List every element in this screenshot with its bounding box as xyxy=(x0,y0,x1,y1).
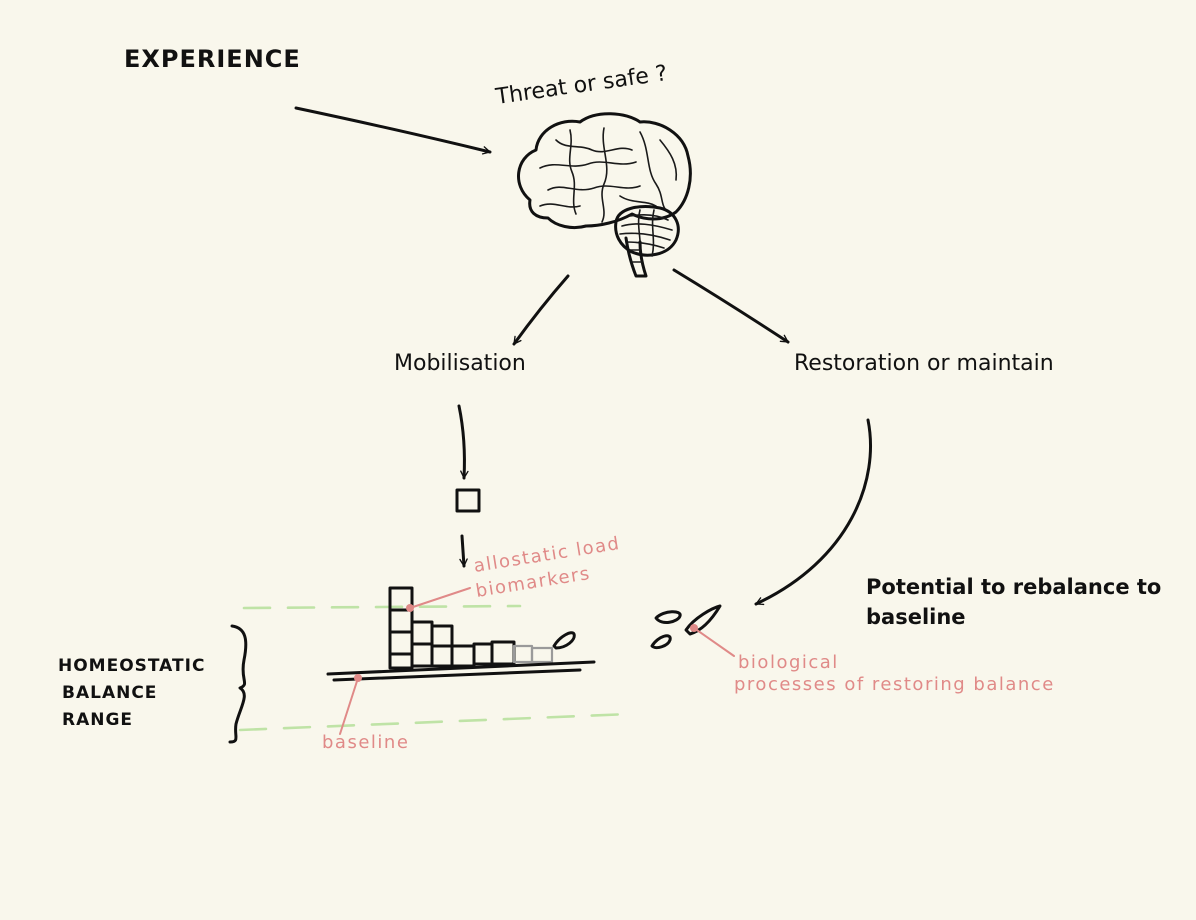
allostatic-leader-dot xyxy=(406,604,414,612)
biological-leader-dot xyxy=(690,624,698,632)
biological-leader xyxy=(693,627,735,657)
arrow-box-to-stack xyxy=(459,534,468,568)
arrow-restoration-to-processes xyxy=(754,418,872,606)
range-lower-boundary xyxy=(238,712,632,732)
biological-processes-note-line-2: processes of restoring balance xyxy=(734,674,1055,695)
range-upper-boundary xyxy=(242,604,522,610)
rebalance-label: Potential to rebalance to baseline xyxy=(866,575,1162,630)
baseline-leader-dot xyxy=(354,674,362,682)
arrow-brain-to-mobilisation xyxy=(512,274,570,346)
arrow-brain-to-restoration xyxy=(672,268,790,344)
homeostatic-range-line-2: BALANCE xyxy=(62,683,158,703)
arrow-experience-to-brain xyxy=(294,106,492,155)
experience-label: EXPERIENCE xyxy=(124,45,301,73)
baseline-leader xyxy=(339,677,359,735)
baseline-line-lower xyxy=(332,668,582,682)
homeostatic-range-line-1: HOMEOSTATIC xyxy=(58,656,206,676)
allostatic-load-stack xyxy=(388,586,576,670)
restoration-label: Restoration or maintain xyxy=(794,351,1054,376)
allostatic-leader xyxy=(409,587,471,609)
arrow-mobilisation-to-box xyxy=(457,404,469,480)
baseline-note: baseline xyxy=(322,732,410,753)
baseline-line xyxy=(326,660,596,676)
biological-processes-note-line-1: biological xyxy=(738,652,839,673)
homeostatic-range-line-3: RANGE xyxy=(62,710,134,730)
restoring-blocks xyxy=(650,604,722,650)
range-brace xyxy=(228,624,248,744)
brain-icon xyxy=(517,112,692,278)
mobilisation-box xyxy=(455,488,481,513)
mobilisation-label: Mobilisation xyxy=(394,351,526,376)
